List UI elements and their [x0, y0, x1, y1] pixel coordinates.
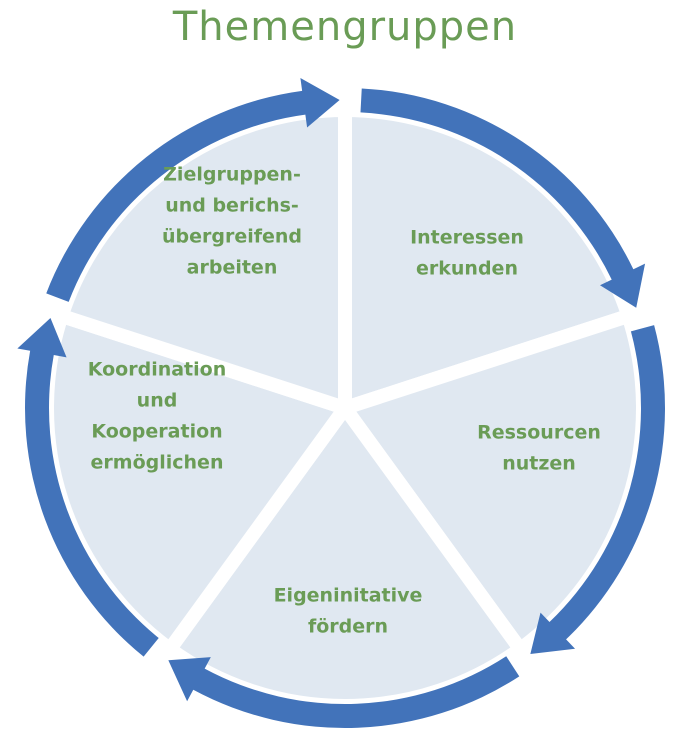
segment-label-line: ermöglichen: [91, 452, 224, 474]
cycle-arrow-eigeninitiative: [168, 656, 520, 728]
segment-label-line: Eigeninitative: [274, 585, 423, 607]
diagram-title: Themengruppen: [172, 4, 518, 50]
segment-label-line: übergreifend: [162, 226, 302, 248]
segment-label-ressourcen: Ressourcen nutzen: [477, 422, 601, 475]
cycle-arrow-koordination: [17, 317, 159, 657]
segment-label-zielgruppen: Zielgruppen-und berichs-übergreifend arbe…: [162, 164, 302, 279]
segment-label-line: erkunden: [416, 258, 518, 280]
segment-label-line: und berichs-: [165, 195, 299, 217]
segment-label-line: arbeiten: [187, 257, 278, 279]
cycle-arrow-ressourcen: [530, 325, 665, 654]
segment-label-line: Koordination: [88, 359, 227, 381]
arrows-layer: [17, 78, 665, 728]
segment-label-interessen: Interessen erkunden: [410, 227, 524, 280]
segment-label-line: Ressourcen: [477, 422, 601, 444]
segment-label-eigeninitiative: Eigeninitative fördern: [274, 585, 423, 638]
segment-label-line: und: [137, 390, 178, 412]
cycle-arrow-zielgruppen: [46, 78, 340, 302]
cycle-arrow-interessen: [360, 88, 646, 308]
segment-label-line: Interessen: [410, 227, 524, 249]
segment-label-line: nutzen: [502, 453, 576, 475]
segment-label-line: fördern: [308, 616, 388, 638]
segment-label-line: Kooperation: [91, 421, 222, 443]
segment-label-line: Zielgruppen-: [163, 164, 301, 186]
